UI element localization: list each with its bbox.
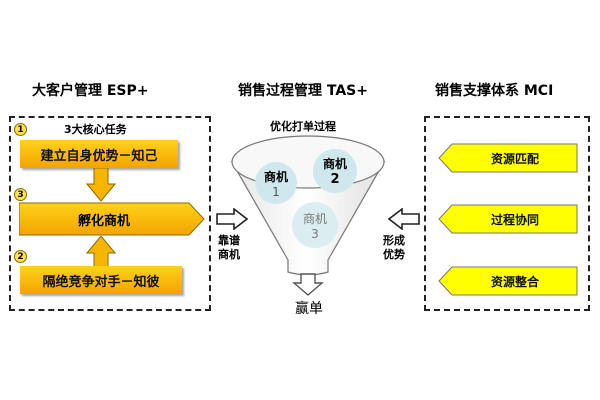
left-panel: [9, 116, 211, 311]
support-item-process-coordination[interactable]: 过程协同: [490, 212, 539, 227]
step-number-badge: 1: [14, 123, 27, 136]
left-section-title: 大客户管理 ESP+: [32, 83, 149, 99]
support-item-resource-integration[interactable]: 资源整合: [490, 274, 539, 289]
down-arrow-icon: [86, 168, 116, 202]
opportunity-bubble: 商机 2: [313, 149, 357, 193]
up-arrow-icon: [86, 236, 116, 270]
form-advantage-label: 形成 优势: [383, 234, 405, 261]
opportunity-bubble: 商机 1: [255, 162, 297, 204]
task-incubate-opportunity[interactable]: 孵化商机: [77, 213, 130, 229]
funnel-label: 优化打单过程: [270, 120, 336, 133]
step-number-badge: 3: [14, 188, 27, 201]
right-hollow-arrow-icon: [216, 208, 248, 230]
task-incubate-shape: [19, 202, 205, 236]
middle-section-title: 销售过程管理 TAS+: [238, 83, 368, 99]
right-panel: [424, 116, 590, 311]
core-tasks-label: 3大核心任务: [64, 123, 127, 136]
reliable-opportunity-label: 靠谱 商机: [218, 234, 240, 261]
task-build-strength[interactable]: 建立自身优势－知己: [20, 140, 178, 168]
resource-match-shape: [438, 143, 578, 173]
left-hollow-arrow-icon: [388, 208, 420, 230]
process-coordination-shape: [438, 204, 578, 234]
resource-integration-shape: [438, 266, 578, 296]
opportunity-bubble: 商机 3: [292, 202, 338, 248]
win-deal-label: 赢单: [295, 301, 323, 317]
step-number-badge: 2: [14, 250, 27, 263]
support-item-resource-match[interactable]: 资源匹配: [490, 151, 539, 166]
right-section-title: 销售支撑体系 MCI: [435, 83, 554, 99]
task-isolate-competitor[interactable]: 隔绝竞争对手－知彼: [20, 266, 182, 294]
